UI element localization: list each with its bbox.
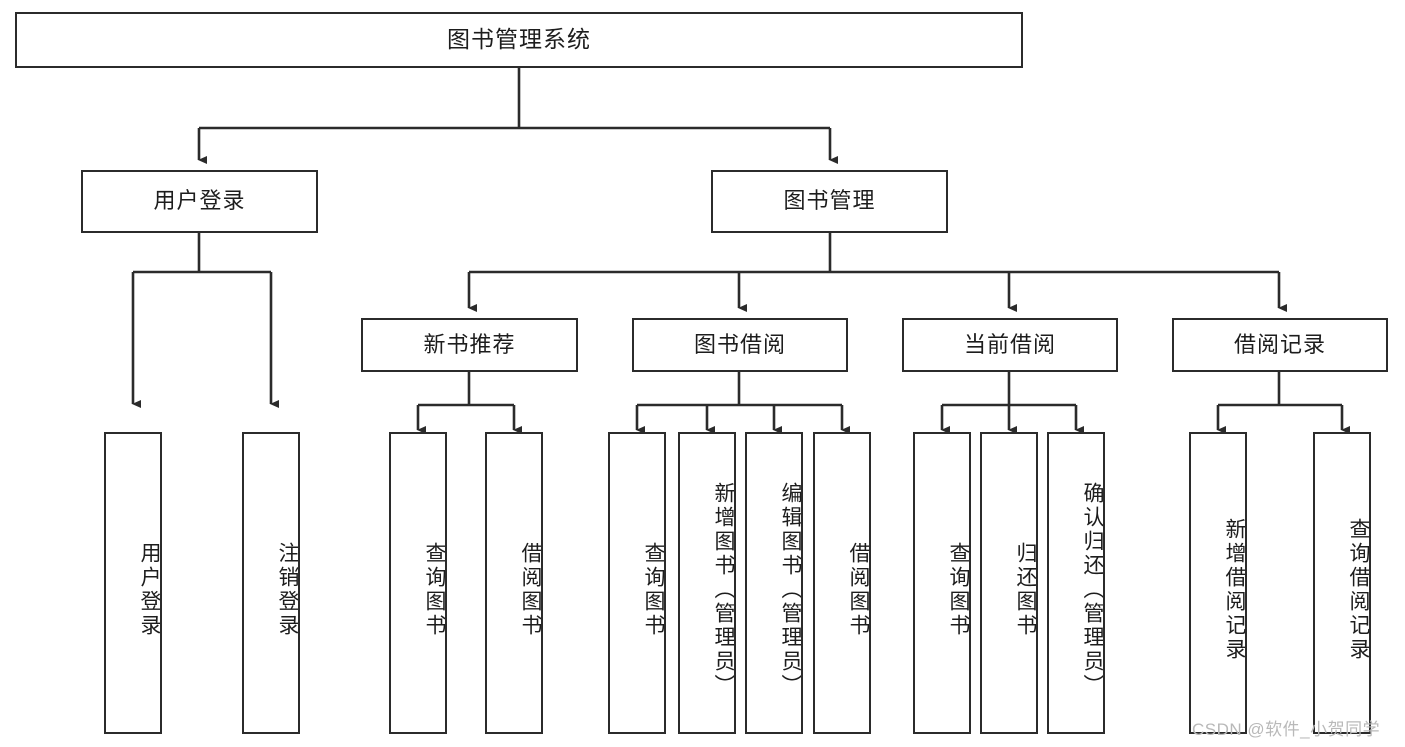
node-leaf-return-book-label: 归还图书: [1014, 542, 1037, 638]
node-borrow-record-label: 借阅记录: [1233, 331, 1326, 357]
node-leaf-query-record-label: 查询借阅记录: [1347, 518, 1370, 662]
node-leaf-query-book-3-label: 查询图书: [947, 542, 970, 638]
node-new-book-recommend[interactable]: 新书推荐: [361, 318, 578, 372]
node-leaf-confirm-return[interactable]: 确认归还（管理员）: [1047, 432, 1105, 734]
node-leaf-add-book-label: 新增图书（管理员）: [712, 482, 735, 698]
node-leaf-borrow-book-1-label: 借阅图书: [519, 542, 542, 638]
node-leaf-logout[interactable]: 注销登录: [242, 432, 300, 734]
node-book-management-label: 图书管理: [783, 188, 876, 214]
node-leaf-query-record[interactable]: 查询借阅记录: [1313, 432, 1371, 734]
node-leaf-edit-book-label: 编辑图书（管理员）: [779, 482, 802, 698]
node-user-login-label: 用户登录: [153, 188, 246, 214]
node-root[interactable]: 图书管理系统: [15, 12, 1023, 68]
node-book-management[interactable]: 图书管理: [711, 170, 948, 233]
node-borrow-record[interactable]: 借阅记录: [1172, 318, 1388, 372]
node-current-borrow-label: 当前借阅: [963, 331, 1056, 357]
node-book-borrow-label: 图书借阅: [693, 331, 786, 357]
node-leaf-borrow-book-2-label: 借阅图书: [847, 542, 870, 638]
node-leaf-query-book-3[interactable]: 查询图书: [913, 432, 971, 734]
node-leaf-return-book[interactable]: 归还图书: [980, 432, 1038, 734]
node-leaf-user-login-label: 用户登录: [138, 542, 161, 638]
node-leaf-user-login[interactable]: 用户登录: [104, 432, 162, 734]
node-root-label: 图书管理系统: [447, 26, 591, 53]
node-leaf-borrow-book-1[interactable]: 借阅图书: [485, 432, 543, 734]
node-current-borrow[interactable]: 当前借阅: [902, 318, 1118, 372]
node-leaf-borrow-book-2[interactable]: 借阅图书: [813, 432, 871, 734]
node-leaf-query-book-2-label: 查询图书: [642, 542, 665, 638]
node-leaf-edit-book[interactable]: 编辑图书（管理员）: [745, 432, 803, 734]
node-leaf-query-book-1-label: 查询图书: [423, 542, 446, 638]
node-user-login[interactable]: 用户登录: [81, 170, 318, 233]
node-leaf-logout-label: 注销登录: [276, 542, 299, 638]
node-leaf-confirm-return-label: 确认归还（管理员）: [1081, 482, 1104, 698]
node-leaf-add-book[interactable]: 新增图书（管理员）: [678, 432, 736, 734]
node-leaf-add-record[interactable]: 新增借阅记录: [1189, 432, 1247, 734]
node-new-book-recommend-label: 新书推荐: [423, 331, 516, 357]
node-leaf-query-book-2[interactable]: 查询图书: [608, 432, 666, 734]
node-leaf-add-record-label: 新增借阅记录: [1223, 518, 1246, 662]
node-book-borrow[interactable]: 图书借阅: [632, 318, 848, 372]
node-leaf-query-book-1[interactable]: 查询图书: [389, 432, 447, 734]
